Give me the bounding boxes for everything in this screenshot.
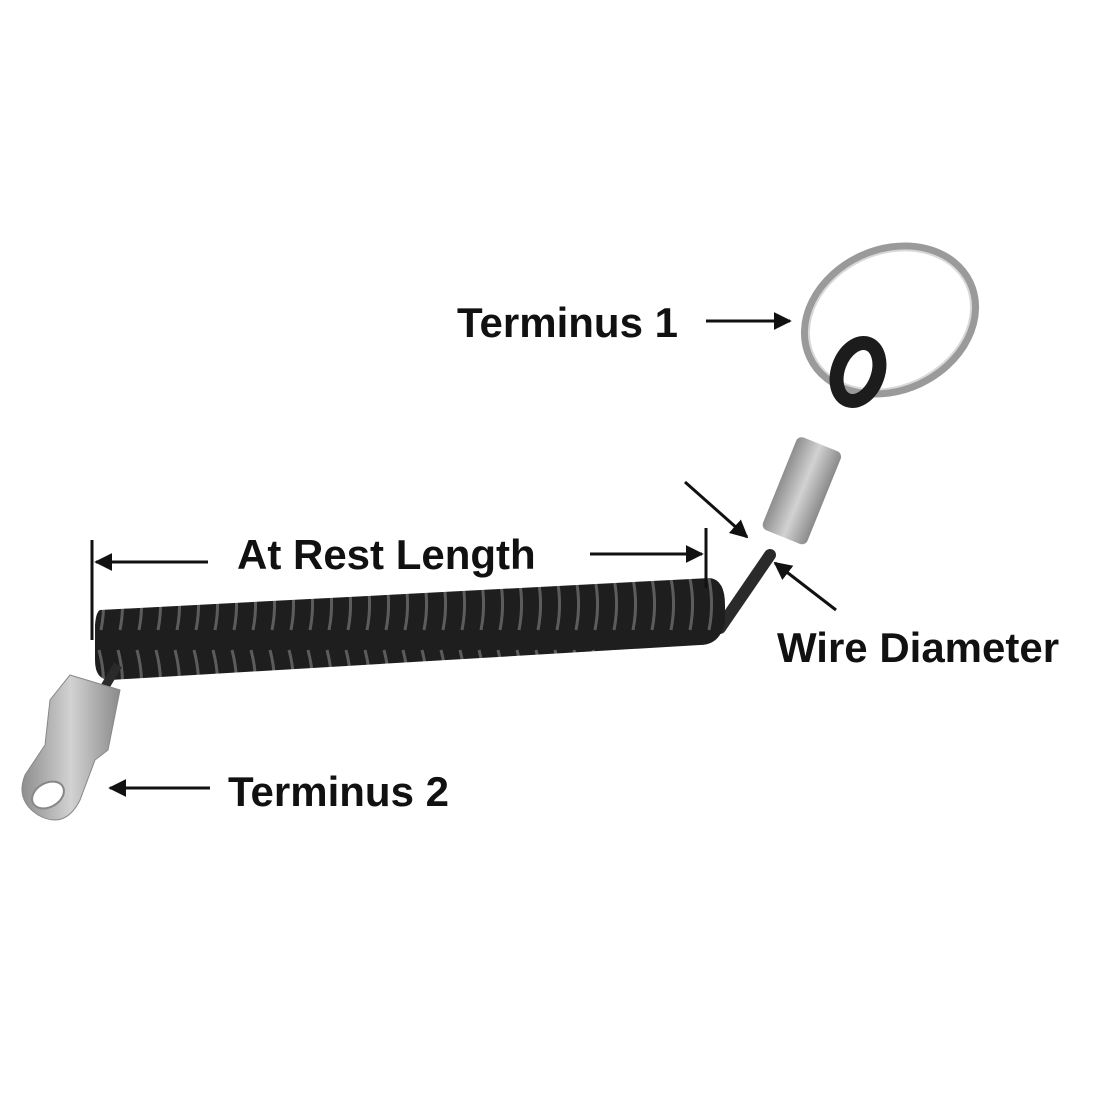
terminus-2-lug: [21, 674, 121, 821]
straight-wire: [714, 549, 776, 634]
label-terminus-2: Terminus 2: [228, 768, 449, 815]
label-wire-diameter: Wire Diameter: [777, 624, 1060, 671]
at-rest-length-dimension: [90, 528, 708, 640]
black-loop: [829, 335, 887, 409]
label-at-rest-length: At Rest Length: [237, 531, 536, 578]
label-terminus-1: Terminus 1: [457, 299, 678, 346]
upper-ferrule: [762, 437, 842, 545]
coil-body: [95, 578, 725, 680]
split-ring-terminus-1: [800, 242, 980, 398]
wire-diameter-arrows: [684, 480, 837, 612]
